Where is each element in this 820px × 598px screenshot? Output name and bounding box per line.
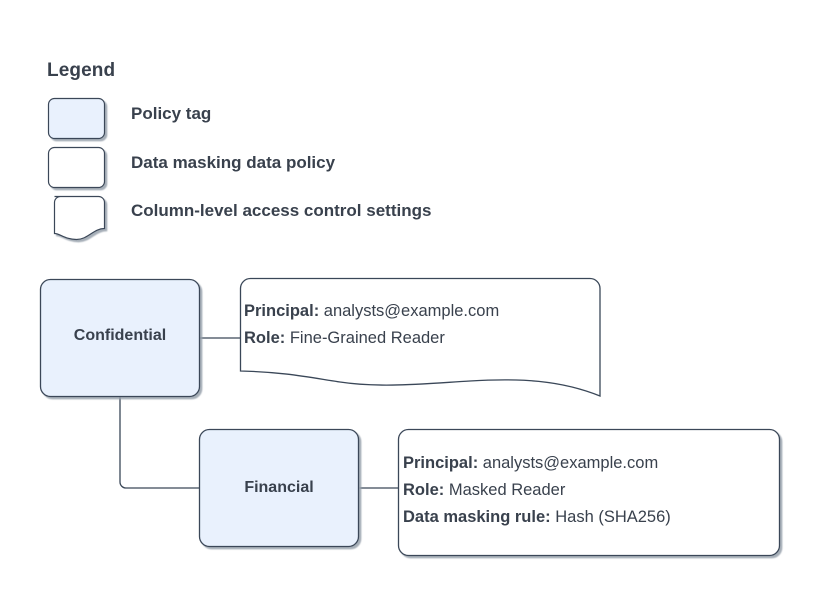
connectors xyxy=(119,337,399,489)
callout-financial-line-0: Principal: analysts@example.com xyxy=(403,450,671,477)
legend-title: Legend xyxy=(47,60,116,81)
callout-financial-line-0-key: Principal: xyxy=(403,454,479,472)
nodes xyxy=(39,278,360,548)
data-masking-policy-swatch xyxy=(47,146,106,189)
callout-confidential-line-0-value: analysts@example.com xyxy=(323,302,500,320)
callout-confidential-line-1-value: Fine-Grained Reader xyxy=(289,329,445,347)
callout-confidential-shape[interactable] xyxy=(239,277,601,397)
connector-confidential-to-financial xyxy=(119,396,200,489)
legend-item-label-policy-tag: Policy tag xyxy=(131,104,212,123)
node-label-confidential: Confidential xyxy=(73,327,167,344)
legend-swatches xyxy=(47,97,106,241)
policy-tag-swatch xyxy=(47,97,106,140)
callout-confidential-line-1: Role: Fine-Grained Reader xyxy=(244,325,499,352)
node-financial[interactable] xyxy=(198,428,360,548)
node-confidential[interactable] xyxy=(39,278,201,398)
callout-financial-shape[interactable] xyxy=(397,428,781,557)
legend-item-label-column-access-settings: Column-level access control settings xyxy=(131,201,432,220)
node-label-financial: Financial xyxy=(244,479,314,496)
column-access-settings-swatch xyxy=(53,195,106,241)
callout-financial-line-1-key: Role: xyxy=(403,481,445,499)
callout-confidential-text: Principal: analysts@example.com Role: Fi… xyxy=(244,298,499,352)
callout-financial-line-2-value: Hash (SHA256) xyxy=(555,508,671,526)
callout-financial-line-0-value: analysts@example.com xyxy=(482,454,659,472)
callout-financial-line-2-key: Data masking rule: xyxy=(403,508,551,526)
callout-financial-line-1: Role: Masked Reader xyxy=(403,477,671,504)
callout-financial-text: Principal: analysts@example.com Role: Ma… xyxy=(403,450,671,531)
callout-financial-line-2: Data masking rule: Hash (SHA256) xyxy=(403,504,671,531)
callouts xyxy=(239,277,781,557)
callout-confidential-line-1-key: Role: xyxy=(244,329,286,347)
legend-item-label-data-masking-policy: Data masking data policy xyxy=(131,153,336,172)
callout-confidential-line-0: Principal: analysts@example.com xyxy=(244,298,499,325)
callout-financial-line-1-value: Masked Reader xyxy=(448,481,566,499)
callout-confidential-line-0-key: Principal: xyxy=(244,302,320,320)
